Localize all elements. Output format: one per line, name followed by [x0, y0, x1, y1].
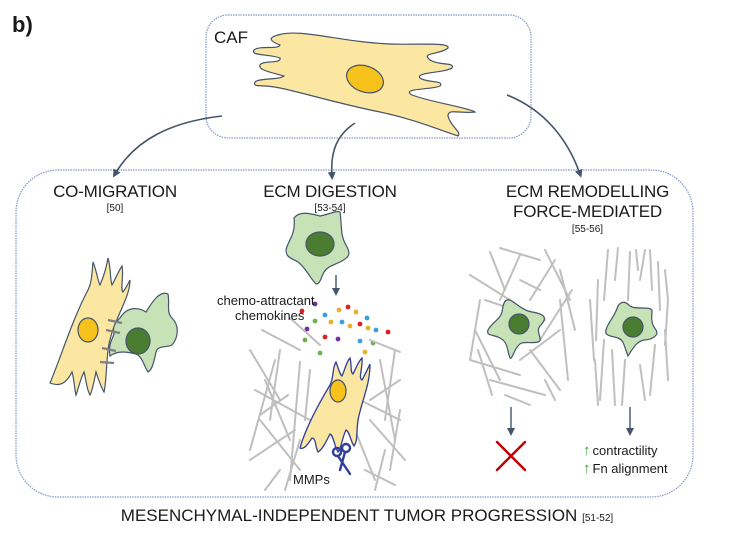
- ecm-remodelling-illustration: [469, 247, 669, 472]
- ecm-digestion-illustration: [249, 210, 406, 491]
- tumor-nucleus-digestion: [305, 231, 335, 257]
- caf-label: CAF: [214, 28, 248, 47]
- footer-title-text: MESENCHYMAL-INDEPENDENT TUMOR PROGRESSIO…: [120, 506, 578, 525]
- ecm-remodelling-title-line2: FORCE-MEDIATED: [513, 202, 662, 221]
- tumor-nucleus-random: [508, 313, 530, 335]
- caf-nucleus: [346, 64, 384, 94]
- footer-title: MESENCHYMAL-INDEPENDENT TUMOR PROGRESSIO…: [0, 506, 734, 526]
- fn-alignment-label: Fn alignment: [592, 461, 668, 476]
- contractility-label: contractility: [592, 443, 658, 458]
- arrow-to-ecm-remodelling: [506, 94, 583, 178]
- mmps-label: MMPs: [293, 472, 330, 487]
- chemo-attractant-label: chemo-attractant: [217, 293, 315, 308]
- ecm-digestion-ref: [53-54]: [314, 203, 346, 214]
- caf-box: [205, 14, 532, 139]
- ecm-remodelling-ref: [55-56]: [571, 224, 604, 235]
- arrow-to-ecm-digestion: [327, 122, 356, 180]
- ecm-fibers-digestion: [249, 317, 406, 491]
- tumor-nucleus-co-migration: [125, 327, 151, 355]
- caf-cell: [252, 32, 477, 137]
- cell-junctions: [99, 318, 123, 365]
- scissors-icon: [331, 442, 352, 476]
- tumor-nucleus-aligned: [622, 316, 644, 338]
- caf-cell-digestion: [299, 356, 371, 454]
- up-arrow-icon: ↑: [583, 442, 591, 459]
- chemokines-label: chemokines: [235, 308, 305, 323]
- footer-ref: [51-52]: [582, 513, 614, 524]
- co-migration-illustration: [49, 257, 178, 398]
- ecm-digestion-title: ECM DIGESTION: [263, 182, 397, 201]
- caf-nucleus-co-migration: [77, 317, 99, 343]
- chemokine-dots: [299, 301, 391, 356]
- panel-label: b): [12, 12, 33, 37]
- ecm-remodelling-title: ECM REMODELLING: [505, 182, 670, 201]
- arrow-to-co-migration: [112, 115, 223, 178]
- fn-alignment-outcome: ↑Fn alignment: [583, 460, 668, 477]
- blocked-x-icon: [495, 440, 527, 472]
- contractility-outcome: ↑contractility: [583, 442, 658, 459]
- co-migration-title: CO-MIGRATION: [53, 182, 177, 201]
- up-arrow-icon: ↑: [583, 460, 591, 477]
- ecm-fibers-aligned: [589, 247, 669, 406]
- ecm-fibers-random: [469, 247, 576, 406]
- co-migration-ref: [50]: [106, 203, 124, 214]
- caf-nucleus-digestion: [329, 379, 347, 403]
- pathways-box: [15, 169, 694, 498]
